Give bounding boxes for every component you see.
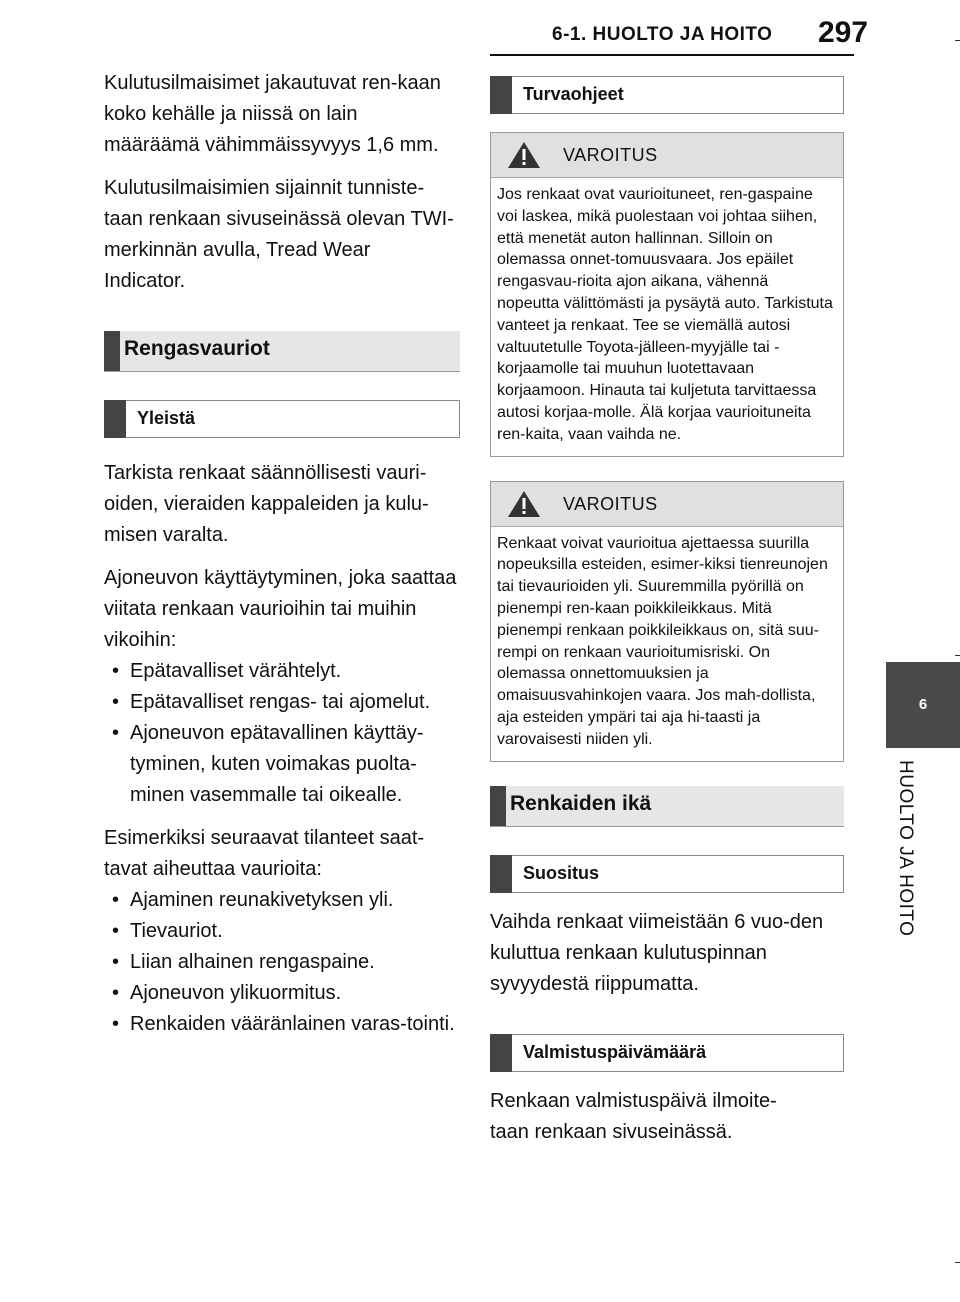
- manufacture-paragraph: Renkaan valmistuspäivä ilmoite-taan renk…: [490, 1089, 777, 1143]
- subheading-general: Yleistä: [104, 400, 460, 438]
- subheading-safety: Turvaohjeet: [490, 76, 844, 114]
- section-title: Rengasvauriot: [124, 337, 270, 360]
- heading-bar: [490, 854, 512, 893]
- subheading-title: Turvaohjeet: [523, 84, 624, 104]
- heading-bar: [104, 400, 126, 438]
- running-header: 6-1. HUOLTO JA HOITO: [552, 24, 773, 45]
- crop-mark: [955, 1262, 960, 1263]
- symptom-list: •Epätavalliset värähtelyt. •Epätavallise…: [104, 656, 460, 811]
- list-item: •Ajaminen reunakivetyksen yli.: [112, 889, 394, 911]
- section-title: Renkaiden ikä: [510, 791, 652, 815]
- paragraph-vehicle-behaviour: Ajoneuvon käyttäytyminen, joka saattaa v…: [104, 567, 457, 651]
- page-number: 297: [818, 16, 869, 49]
- right-column: Turvaohjeet VAROITUS Jos renkaat ovat va…: [490, 76, 844, 1148]
- intro-paragraph-1: Kulutusilmaisimet jakautuvat ren-kaan ko…: [104, 72, 441, 156]
- list-item: •Epätavalliset rengas- tai ajomelut.: [112, 691, 431, 713]
- paragraph-check-tires: Tarkista renkaat säännöllisesti vauri-oi…: [104, 462, 429, 546]
- warning-title: VAROITUS: [563, 493, 658, 514]
- list-item: •Tievauriot.: [112, 920, 223, 942]
- recommendation-paragraph: Vaihda renkaat viimeistään 6 vuo-den kul…: [490, 910, 824, 995]
- heading-bar: [490, 785, 506, 826]
- chapter-side-label: HUOLTO JA HOITO: [895, 760, 916, 937]
- heading-bar: [490, 76, 512, 114]
- subheading-manufacture-date: Valmistuspäivämäärä: [490, 1033, 844, 1072]
- list-item: •Ajoneuvon ylikuormitus.: [112, 982, 342, 1004]
- heading-bar: [490, 1033, 512, 1072]
- warning-triangle-icon: [508, 490, 540, 517]
- header-rule: [490, 54, 854, 56]
- warning-title: VAROITUS: [563, 145, 658, 165]
- chapter-tab: 6: [886, 662, 960, 748]
- warning-header: VAROITUS: [491, 133, 843, 178]
- crop-mark: [955, 40, 960, 41]
- subheading-title: Suositus: [523, 862, 600, 883]
- warning-triangle-icon: [508, 142, 540, 168]
- subheading-title: Valmistuspäivämäärä: [523, 1041, 707, 1062]
- list-item: •Epätavalliset värähtelyt.: [112, 660, 342, 682]
- warning-text: Jos renkaat ovat vaurioituneet, ren-gasp…: [497, 186, 833, 443]
- heading-bar: [104, 331, 120, 371]
- list-item: •Liian alhainen rengaspaine.: [112, 951, 375, 973]
- subheading-title: Yleistä: [137, 408, 196, 428]
- warning-box-1: VAROITUS Jos renkaat ovat vaurioituneet,…: [490, 132, 844, 457]
- subheading-recommendation: Suositus: [490, 854, 844, 893]
- cause-list: •Ajaminen reunakivetyksen yli. •Tievauri…: [104, 885, 460, 1040]
- warning-box-2: VAROITUS Renkaat voivat vaurioitua ajett…: [490, 480, 844, 762]
- crop-mark: [955, 655, 960, 656]
- warning-header: VAROITUS: [491, 481, 843, 527]
- paragraph-examples: Esimerkiksi seuraavat tilanteet saat-tav…: [104, 827, 425, 880]
- list-item: •Ajoneuvon epätavallinen käyttäy-tyminen…: [112, 722, 424, 806]
- section-heading-tire-damage: Rengasvauriot: [104, 331, 460, 372]
- section-heading-tire-age: Renkaiden ikä: [490, 785, 844, 827]
- list-item: •Renkaiden vääränlainen varas-tointi.: [112, 1013, 455, 1035]
- left-column: Kulutusilmaisimet jakautuvat ren-kaan ko…: [104, 68, 460, 1040]
- intro-paragraph-2: Kulutusilmaisimien sijainnit tunniste-ta…: [104, 177, 454, 292]
- warning-text: Renkaat voivat vaurioitua ajettaessa suu…: [497, 534, 828, 748]
